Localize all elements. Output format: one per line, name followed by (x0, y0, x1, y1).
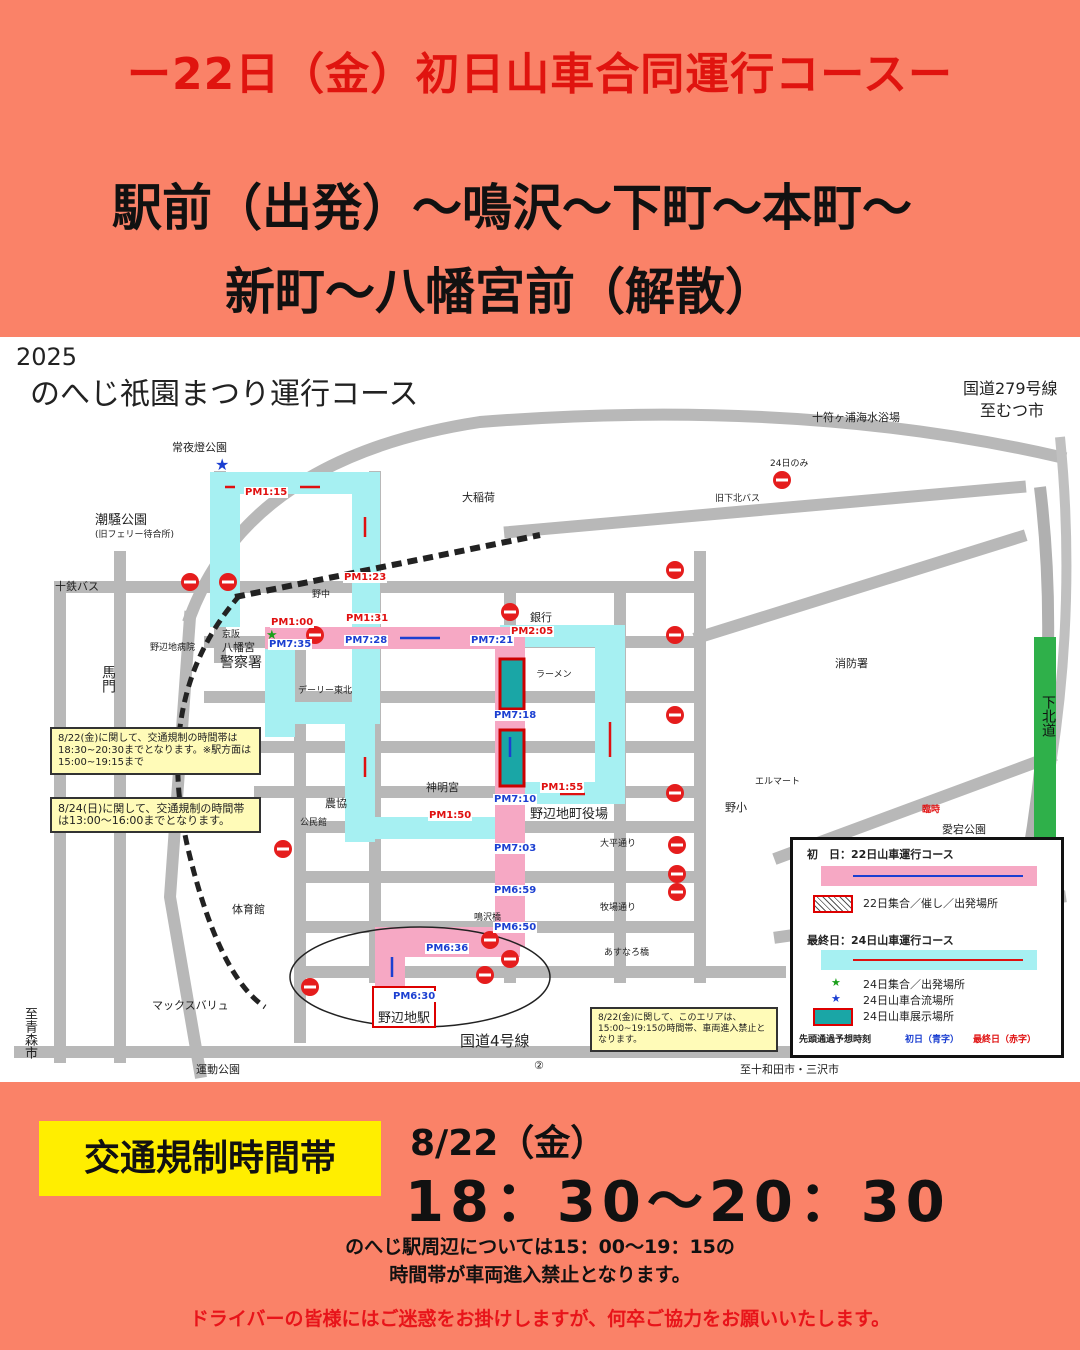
label-rinji: 臨時 (922, 805, 941, 815)
label-dairy: デーリー東北 (298, 686, 353, 696)
legend-red-arrow (853, 959, 1023, 961)
note-0824: 8/24(日)に関して、交通規制の時間帯は13:00～16:00までとなります。 (50, 797, 261, 833)
map-legend: 初 日：22日山車運行コース 22日集合／催し／出発場所 最終日：24日山車運行… (790, 837, 1064, 1058)
label-route4: 国道4号線 (460, 1032, 530, 1050)
time-blue-3: PM7:21 (470, 635, 515, 646)
label-kouminkan: 公民館 (300, 818, 328, 828)
route-line-2: 新町～八幡宮前（解散） (225, 263, 775, 321)
traffic-info: 交通規制時間帯 8/22（金） 18：30～20：30 のへじ駅周辺については1… (0, 1082, 1080, 1350)
label-towada: 至十和田市・三沢市 (740, 1063, 839, 1076)
map-year: 2025 (16, 343, 78, 371)
label-nonaka: 野中 (312, 590, 331, 600)
route-map: ★ ★ 2025 のへじ祇園まつり運行コース 国道279号線 至むつ市 常夜燈公… (0, 337, 1080, 1082)
label-jutetsu: 十鉄バス (55, 580, 99, 593)
time-blue-5: PM7:10 (493, 794, 538, 805)
label-keihan: 京阪 (222, 630, 241, 640)
label-makiba: 牧場通り (600, 903, 637, 913)
time-red-6: PM1:55 (540, 782, 585, 793)
time-blue-7: PM6:59 (493, 885, 538, 896)
label-ramen: ラーメン (536, 670, 572, 680)
time-blue-9: PM6:36 (425, 943, 470, 954)
time-blue-2: PM7:28 (344, 635, 389, 646)
note-0822: 8/22(金)に関して、交通規制の時間帯は18:30~20:30までとなります。… (50, 727, 261, 775)
label-mutsu: 至むつ市 (980, 401, 1045, 420)
traffic-date: 8/22（金） (410, 1123, 607, 1164)
svg-text:★: ★ (266, 628, 278, 643)
legend-blue-star-icon: ★ (831, 992, 841, 1005)
route-line-1: 駅前（出発）～鳴沢～下町～本町～ (112, 179, 912, 237)
label-police: 警察署 (220, 655, 262, 671)
time-red-2: PM1:23 (343, 572, 388, 583)
label-town-hall: 野辺地町役場 (530, 807, 609, 822)
map-title: のへじ祇園まつり運行コース (30, 377, 419, 412)
label-shimokita: 下北道 (1040, 695, 1056, 737)
label-tsunezumi: 常夜燈公園 (172, 441, 227, 454)
label-taiikukan: 体育館 (232, 903, 265, 916)
label-tofu: 十符ヶ浦海水浴場 (812, 411, 900, 424)
label-shinmei: 神明宮 (426, 781, 459, 794)
legend-footer-red: 最終日（赤字） (973, 1035, 1037, 1045)
label-uma: 馬門 (100, 665, 116, 693)
label-aomori: 至青森市 (22, 1007, 37, 1059)
label-shiosai: 潮騒公園 (95, 513, 148, 528)
legend-blue: 24日山車合流場所 (863, 994, 954, 1007)
time-blue-4: PM7:18 (493, 710, 538, 721)
legend-display-swatch (813, 1008, 853, 1026)
page-title: ー22日（金）初日山車合同運行コースー (126, 49, 954, 100)
svg-text:★: ★ (215, 455, 229, 474)
station-note-2: 時間帯が車両進入禁止となります。 (389, 1264, 691, 1286)
label-undo: 運動公園 (196, 1063, 240, 1076)
header: ー22日（金）初日山車合同運行コースー 駅前（出発）～鳴沢～下町～本町～ 新町～… (0, 0, 1080, 337)
label-only24: 24日のみ (770, 459, 809, 469)
label-asunaro: あすなろ橋 (604, 948, 650, 958)
legend-hatch-swatch (813, 895, 853, 913)
legend-last: 最終日：24日山車運行コース (807, 934, 954, 947)
legend-day1: 初 日：22日山車運行コース (807, 848, 954, 861)
label-aimiya: 愛宕公園 (942, 823, 986, 836)
legend-green-star-icon: ★ (831, 976, 841, 989)
legend-footer: 先頭通過予想時刻 (799, 1035, 872, 1045)
label-shiosai-sub: (旧フェリー待合所) (95, 530, 175, 540)
label-route279: 国道279号線 (963, 379, 1058, 398)
legend-green: 24日集合／出発場所 (863, 978, 965, 991)
legend-display: 24日山車展示場所 (863, 1010, 954, 1023)
time-red-4: PM1:00 (270, 617, 315, 628)
label-clinic: 野辺地病院 (150, 643, 196, 653)
legend-footer-blue: 初日（青字） (905, 1035, 960, 1045)
time-red-3: PM1:31 (345, 613, 390, 624)
label-station: 野辺地駅 (378, 1011, 431, 1026)
legend-blue-arrow (853, 875, 1023, 877)
label-bank: 銀行 (530, 611, 552, 624)
label-nosho: 野小 (725, 801, 747, 814)
time-blue-1: PM7:35 (268, 639, 313, 650)
label-bus-old: 旧下北バス (715, 494, 761, 504)
apology-text: ドライバーの皆様にはご迷惑をお掛けしますが、何卒ご協力をお願いいたします。 (189, 1308, 891, 1330)
traffic-badge: 交通規制時間帯 (39, 1121, 381, 1196)
time-blue-6: PM7:03 (493, 843, 538, 854)
label-circle2: ② (534, 1059, 544, 1072)
legend-day1-gather: 22日集合／催し／出発場所 (863, 897, 998, 910)
station-note-1: のへじ駅周辺については15：00～19：15の (345, 1236, 735, 1258)
time-red-7: PM1:50 (428, 810, 473, 821)
map-drawing: ★ ★ (14, 408, 1072, 1079)
label-fire: 消防署 (835, 657, 868, 670)
time-blue-10: PM6:30 (392, 991, 437, 1002)
label-hachiman: 八幡宮 (222, 641, 255, 654)
label-narusawa: 鳴沢橋 (474, 913, 502, 923)
note-station-area: 8/22(金)に関して、このエリアは、15:00~19:15の時間帯、車両進入禁… (590, 1007, 778, 1052)
time-red-5: PM2:05 (510, 626, 555, 637)
label-noukyo: 農協 (325, 797, 347, 810)
label-maxvalu: マックスバリュ (152, 999, 229, 1012)
time-blue-8: PM6:50 (493, 922, 538, 933)
time-red-1: PM1:15 (244, 487, 289, 498)
label-ohira: 大平通り (600, 839, 637, 849)
label-oinari: 大稲荷 (462, 491, 495, 504)
label-elmart: エルマート (755, 777, 801, 787)
traffic-time: 18：30～20：30 (405, 1170, 951, 1235)
